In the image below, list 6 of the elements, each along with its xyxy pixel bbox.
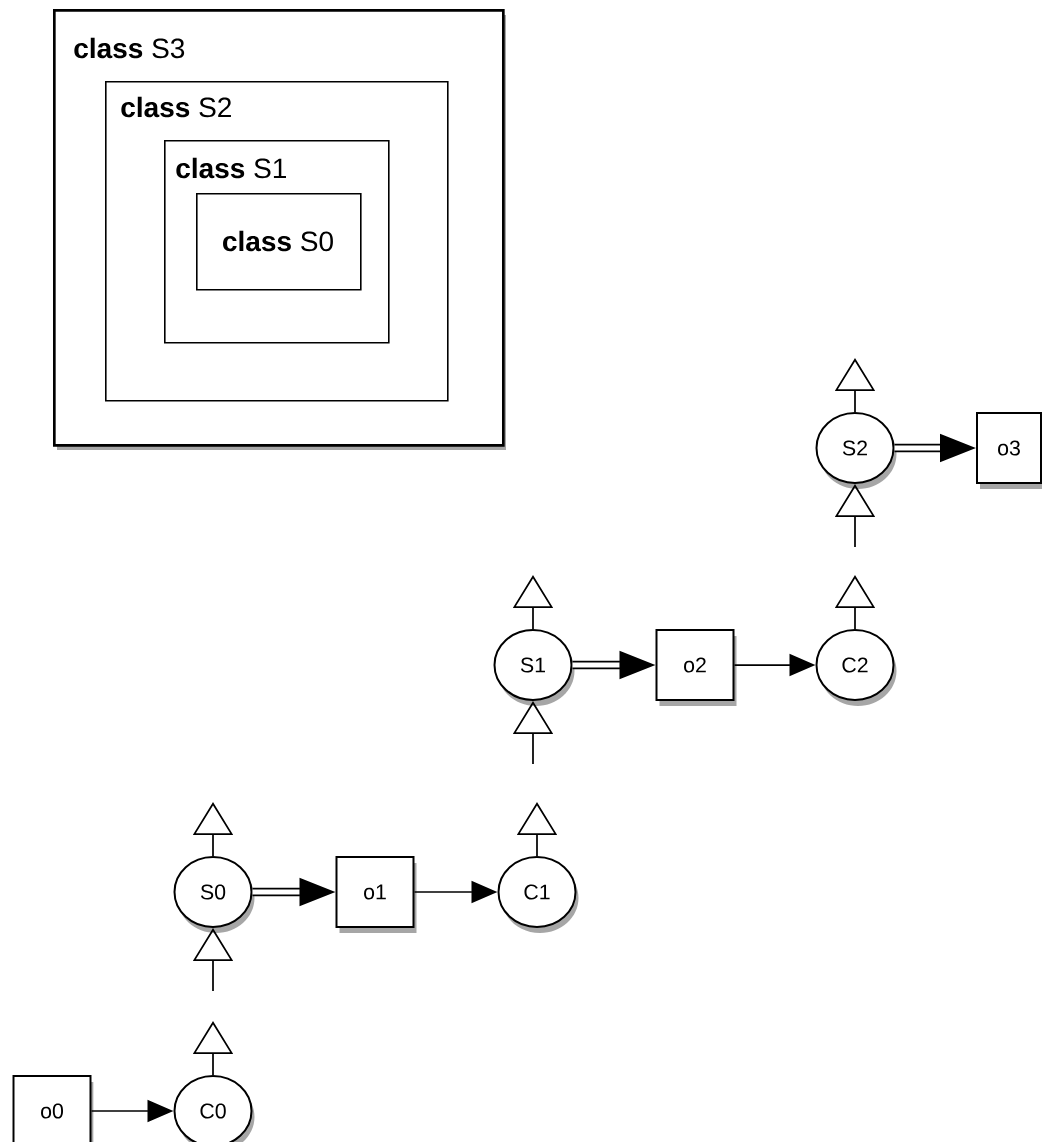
- object-box: o2: [655, 629, 737, 706]
- object-box: o0: [12, 1075, 94, 1142]
- object-box: o1: [335, 856, 417, 933]
- object-box: o3: [976, 412, 1042, 489]
- class-box: class S0: [196, 193, 362, 291]
- node-label: C0: [200, 1103, 226, 1119]
